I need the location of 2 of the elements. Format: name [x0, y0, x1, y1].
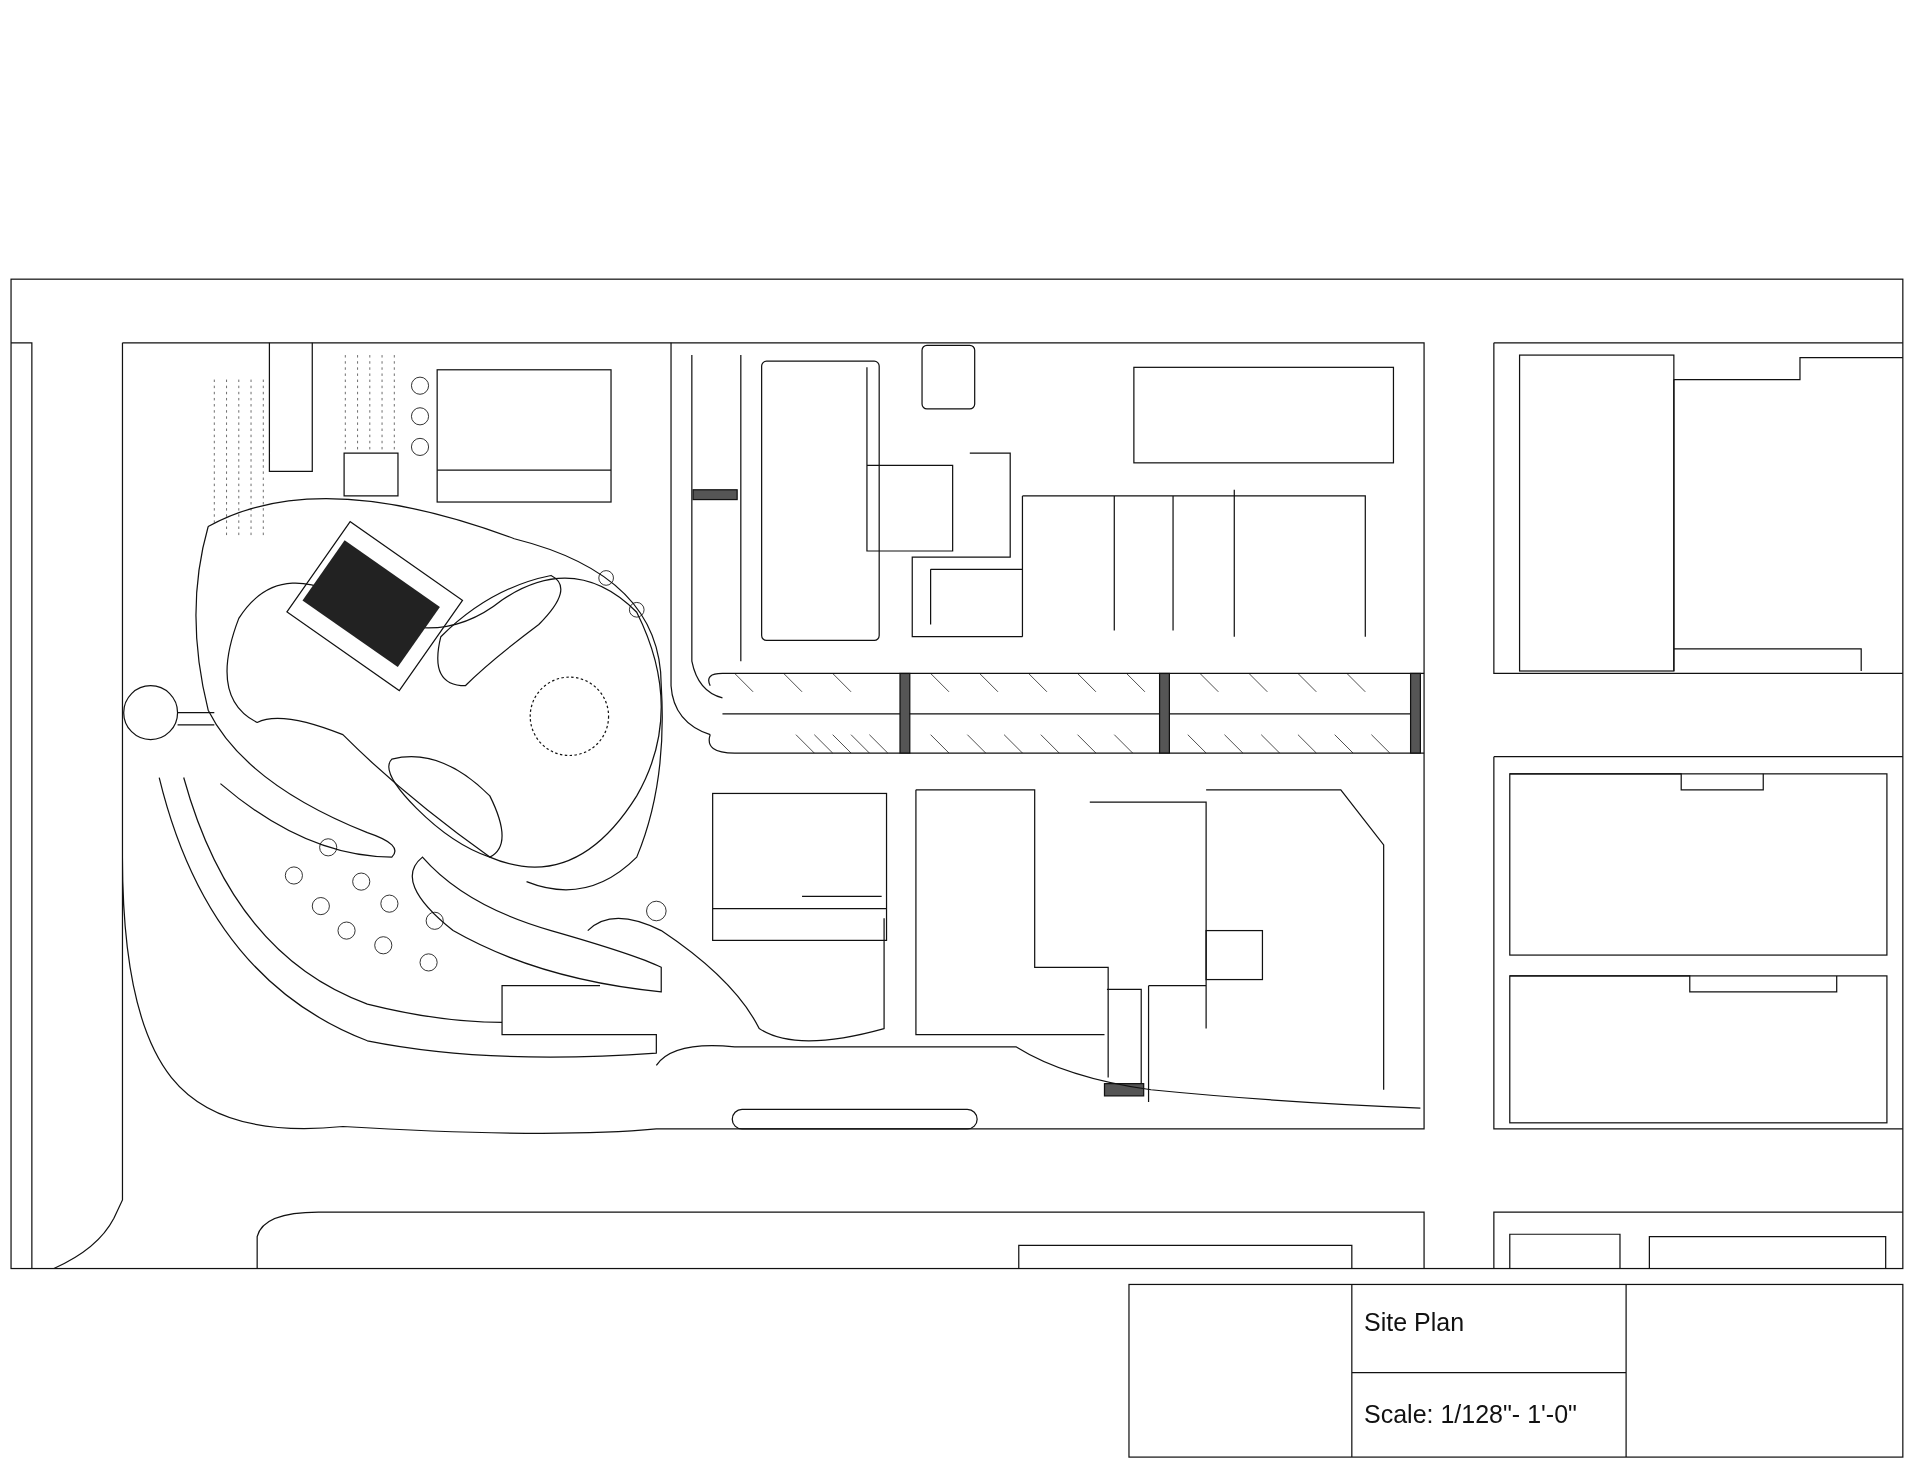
drawing-title: Site Plan — [1364, 1308, 1465, 1337]
scale-note: Scale: 1/128"- 1'-0" — [1364, 1400, 1577, 1429]
